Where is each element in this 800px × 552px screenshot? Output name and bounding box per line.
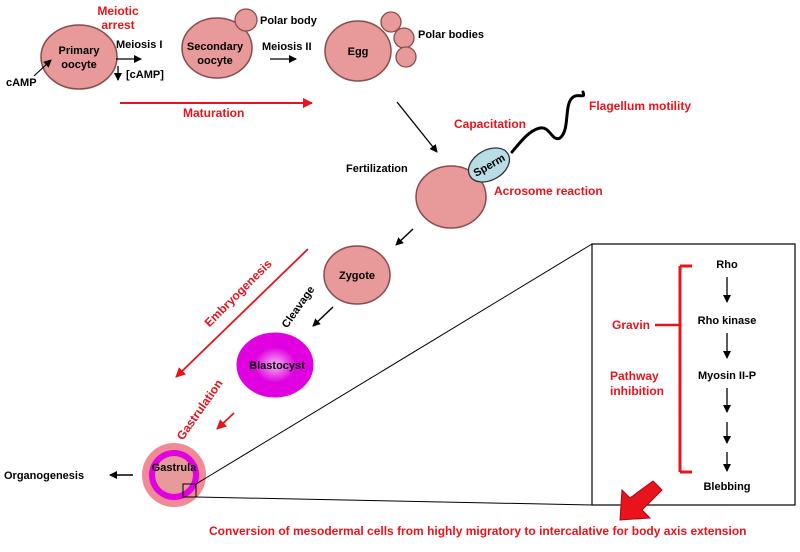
fertilization-label: Fertilization <box>346 163 408 175</box>
polar-body-3-cell <box>395 46 417 68</box>
zoom-line-bottom <box>195 496 593 506</box>
fertilization-to-zygote-arrow <box>395 228 414 246</box>
myosin-label: Myosin II-P <box>698 370 756 382</box>
polar-body-2-cell <box>393 27 415 49</box>
egg-label: Egg <box>348 46 369 58</box>
fertilized-egg-cell <box>415 165 487 229</box>
pathway-panel <box>591 243 796 506</box>
meiosis-2-label: Meiosis II <box>262 41 312 53</box>
polar-bodies-label: Polar bodies <box>418 29 484 41</box>
blastocyst-label: Blastocyst <box>249 360 305 372</box>
embryogenesis-label: Embryogenesis <box>202 256 275 329</box>
blebbing-label: Blebbing <box>703 481 750 493</box>
camp-decrease-label: [cAMP] <box>126 69 164 81</box>
acrosome-reaction-label: Acrosome reaction <box>494 184 603 198</box>
zygote-label: Zygote <box>339 270 375 282</box>
blastocyst-to-gastrula-arrow <box>216 412 235 430</box>
egg-cell <box>324 20 392 82</box>
camp-arrow <box>33 59 52 77</box>
polar-body-cell <box>234 8 258 32</box>
flagellum-motility-label: Flagellum motility <box>589 99 691 113</box>
rho-kinase-label: Rho kinase <box>698 315 757 327</box>
conversion-arrow-icon <box>619 480 663 521</box>
polar-body-label: Polar body <box>260 15 318 27</box>
conversion-caption: Conversion of mesodermal cells from high… <box>209 524 746 538</box>
sperm-head <box>467 147 511 183</box>
primary-oocyte-cell <box>40 24 118 90</box>
maturation-label: Maturation <box>183 106 244 120</box>
polar-body-1-cell <box>380 11 402 33</box>
camp-label: cAMP <box>6 77 37 89</box>
blastocyst-cell <box>236 332 314 398</box>
zygote-to-blastocyst-arrow <box>312 306 334 327</box>
egg-to-fertilization-arrow <box>396 101 438 153</box>
organogenesis-label: Organogenesis <box>4 470 84 482</box>
sperm-flagellum <box>510 90 586 154</box>
embryogenesis-arrow <box>175 248 309 378</box>
gastrula-zoom-box <box>182 483 197 498</box>
meiosis-1-label: Meiosis I <box>116 39 162 51</box>
zygote-cell <box>323 245 391 305</box>
pathway-inhibition-label: Pathway inhibition <box>610 369 664 398</box>
rho-label: Rho <box>716 259 738 271</box>
gastrulation-label: Gastrulation <box>174 377 226 443</box>
zoom-line-top <box>195 243 593 485</box>
cleavage-label: Cleavage <box>280 284 318 330</box>
capacitation-label: Capacitation <box>454 117 526 131</box>
secondary-oocyte-cell <box>181 17 253 79</box>
gastrula-label: Gastrula <box>152 462 198 474</box>
gravin-label: Gravin <box>612 318 650 332</box>
